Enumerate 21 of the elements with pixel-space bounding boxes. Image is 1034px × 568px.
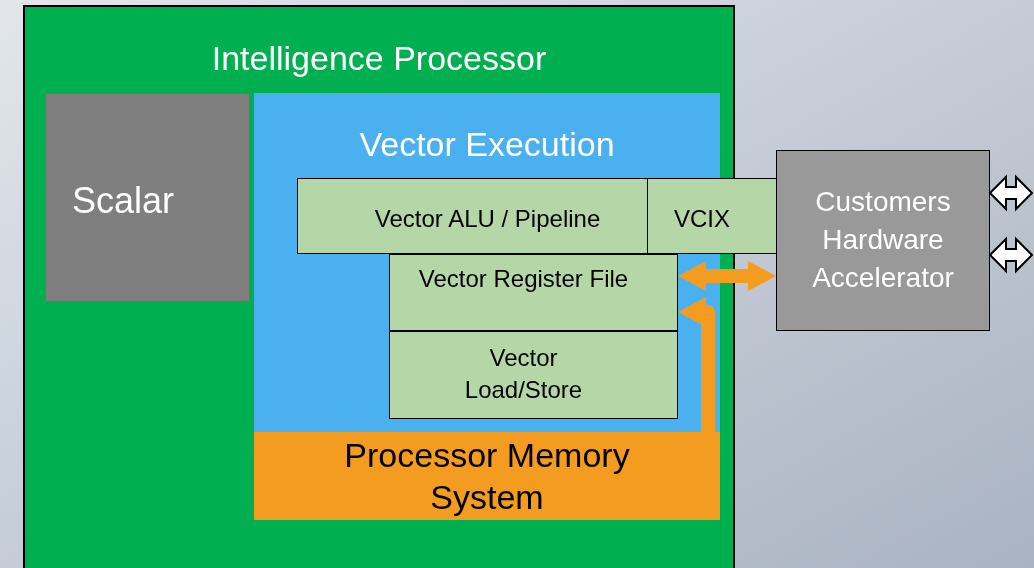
double-arrow xyxy=(988,236,1034,274)
box-label: Customers Hardware Accelerator xyxy=(811,185,955,295)
box-label: Processor Memory System xyxy=(343,435,631,518)
processor-panel xyxy=(23,5,735,568)
box-label: Vector ALU / Pipeline xyxy=(373,204,602,234)
scalar-panel xyxy=(46,94,249,301)
box-label: Intelligence Processor xyxy=(210,38,548,79)
arrow xyxy=(678,261,776,291)
double-arrow xyxy=(988,174,1034,212)
memory-band xyxy=(254,432,720,520)
process-box xyxy=(297,178,648,254)
arrow xyxy=(678,297,715,432)
accelerator-box xyxy=(776,150,990,331)
box-label: Vector Load/Store xyxy=(463,343,584,405)
box-label: Vector Register File xyxy=(417,264,630,294)
process-box xyxy=(389,331,678,419)
process-box xyxy=(389,254,678,331)
box-label: VCIX xyxy=(674,204,730,234)
box-label: Scalar xyxy=(72,179,175,223)
process-box xyxy=(647,178,777,254)
box-label: Vector Execution xyxy=(358,124,616,165)
